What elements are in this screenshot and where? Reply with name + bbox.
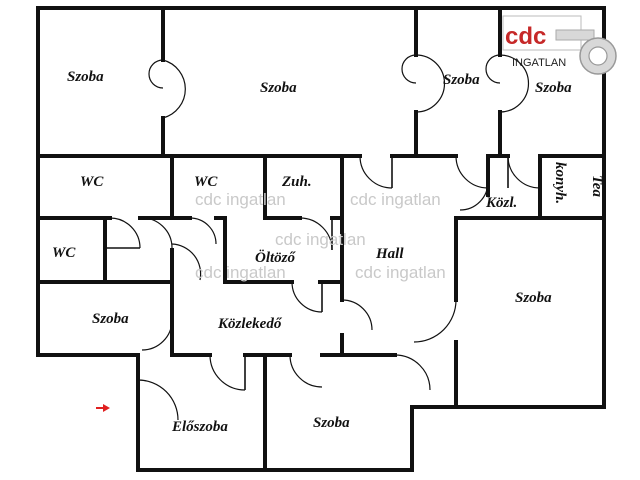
room-label-eloszoba: Előszoba (171, 419, 228, 435)
logo-sub: INGATLAN (512, 57, 566, 69)
watermark-text: cdc ingatlan (350, 190, 441, 209)
room-label-teakonyha-2: konyh. (552, 162, 568, 204)
room-label-szoba-7: Szoba (313, 415, 350, 431)
room-label-szoba-6: Szoba (92, 311, 129, 327)
room-label-wc-3: WC (52, 245, 76, 261)
room-label-hall: Hall (375, 246, 404, 262)
room-label-wc-1: WC (80, 174, 104, 190)
room-label-oltozo: Öltöző (255, 249, 297, 266)
room-label-kozl: Közl. (485, 195, 517, 211)
room-label-szoba-1: Szoba (67, 69, 104, 85)
entrance-arrow-icon (96, 404, 110, 412)
logo-brand: cdc (505, 23, 546, 50)
doors (105, 54, 541, 421)
room-label-szoba-4: Szoba (535, 80, 572, 96)
room-label-zuh: Zuh. (281, 174, 312, 190)
watermark-text: cdc ingatlan (195, 190, 286, 209)
watermark-text: cdc ingatlan (355, 263, 446, 282)
room-label-szoba-2: Szoba (260, 80, 297, 96)
watermarks: cdc ingatlan cdc ingatlan cdc ingatlan c… (195, 190, 446, 282)
room-label-teakonyha-1: Tea (589, 175, 605, 197)
watermark-text: cdc ingatlan (275, 230, 366, 249)
cdc-logo: cdc INGATLAN (502, 15, 617, 75)
room-label-szoba-3: Szoba (443, 72, 480, 88)
room-label-wc-2: WC (194, 174, 218, 190)
room-labels: Szoba Szoba Szoba Szoba WC WC Zuh. Közl.… (52, 69, 605, 435)
watermark-text: cdc ingatlan (195, 263, 286, 282)
room-label-szoba-5: Szoba (515, 290, 552, 306)
room-label-kozlekedo: Közlekedő (217, 316, 283, 332)
